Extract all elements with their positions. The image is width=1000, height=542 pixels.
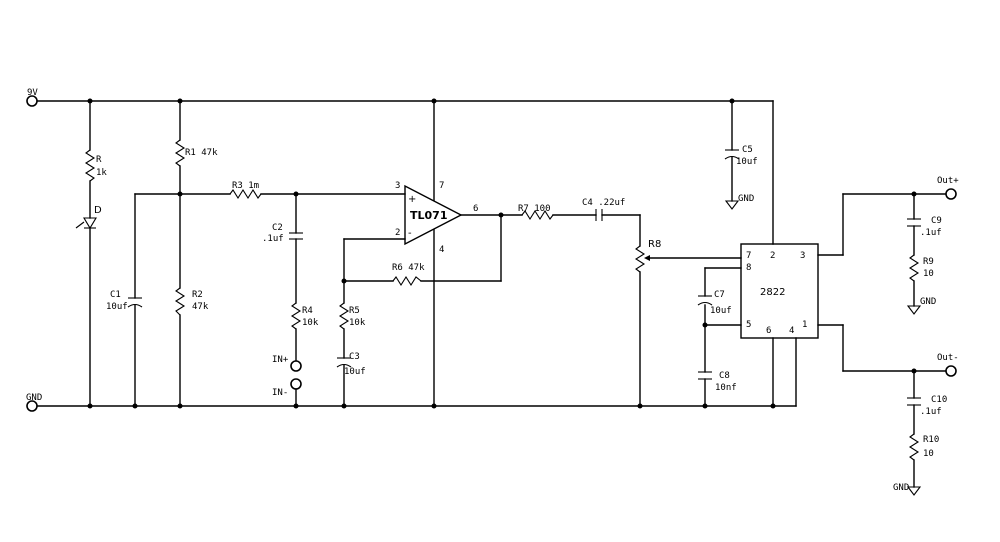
- out-minus-label: Out-: [937, 353, 959, 363]
- r2-value: 47k: [192, 302, 209, 312]
- c2-value: .1uf: [262, 234, 284, 244]
- vcc-terminal[interactable]: [26, 95, 38, 107]
- r9-label: R9: [923, 257, 934, 267]
- amp-pin2: 2: [770, 251, 775, 261]
- opamp-pin6: 6: [473, 204, 478, 214]
- r4-value: 10k: [302, 318, 319, 328]
- in-plus-label: IN+: [272, 355, 289, 365]
- c2-r4-input: [289, 193, 303, 362]
- opamp-pin7: 7: [439, 181, 444, 191]
- r5-value: 10k: [349, 318, 366, 328]
- in-minus-label: IN-: [272, 388, 288, 398]
- in-plus-terminal[interactable]: [290, 360, 302, 372]
- amp-pin4: 4: [789, 326, 794, 336]
- c9-value: .1uf: [920, 228, 942, 238]
- gnd-left-label: GND: [26, 393, 42, 403]
- out-plus-label: Out+: [937, 176, 959, 186]
- c5-capacitor: [724, 100, 740, 210]
- amp-pin8: 8: [746, 263, 751, 273]
- r9-value: 10: [923, 269, 934, 279]
- opamp-label: TL071: [410, 209, 447, 222]
- r7-label: R7 100: [518, 204, 551, 214]
- r10-value: 10: [923, 449, 934, 459]
- opamp-pin4: 4: [439, 245, 444, 255]
- r10-gnd-label: GND: [893, 483, 909, 493]
- r3-resistor: [229, 188, 262, 200]
- c10-value: .1uf: [920, 407, 942, 417]
- c3-value: 10uf: [344, 367, 366, 377]
- in-minus-terminal[interactable]: [290, 378, 302, 390]
- r-led-label: R: [96, 155, 102, 165]
- c9-label: C9: [931, 216, 942, 226]
- led-label: D: [94, 205, 102, 216]
- out-plus-terminal[interactable]: [945, 188, 957, 200]
- c8-value: 10nf: [715, 383, 737, 393]
- amp-pin6: 6: [766, 326, 771, 336]
- c3-label: C3: [349, 352, 360, 362]
- c1-value: 10uf: [106, 302, 128, 312]
- opamp-minus: -: [408, 228, 412, 239]
- opamp-tl071: [343, 100, 502, 407]
- amp-2822: [704, 100, 844, 407]
- amp-pin1: 1: [802, 320, 807, 330]
- amp-pin5: 5: [746, 320, 751, 330]
- opamp-plus: +: [408, 194, 416, 205]
- c1-label: C1: [110, 290, 121, 300]
- r9-gnd-label: GND: [920, 297, 936, 307]
- output-coupling: [500, 209, 742, 407]
- r-led-value: 1k: [96, 168, 107, 178]
- c7-capacitor: [697, 295, 713, 306]
- r1-r2-divider: [174, 100, 186, 407]
- r8-label: R8: [648, 239, 661, 250]
- c4-label: C4 .22uf: [582, 198, 625, 208]
- c5-value: 10uf: [736, 157, 758, 167]
- led-branch: [75, 100, 97, 407]
- c7-value: 10uf: [710, 306, 732, 316]
- r5-label: R5: [349, 306, 360, 316]
- c8-capacitor: [698, 371, 712, 380]
- out-minus-network: [842, 324, 946, 496]
- c5-gnd-label: GND: [738, 194, 754, 204]
- c2-label: C2: [272, 223, 283, 233]
- c1-capacitor: [127, 193, 143, 407]
- c8-label: C8: [719, 371, 730, 381]
- opamp-pin3: 3: [395, 181, 400, 191]
- r3-label: R3 1m: [232, 181, 259, 191]
- r4-label: R4: [302, 306, 313, 316]
- amp-pin7: 7: [746, 251, 751, 261]
- r6-label: R6 47k: [392, 263, 425, 273]
- feedback-network: [336, 214, 502, 407]
- r1-label: R1 47k: [185, 148, 218, 158]
- opamp-pin2: 2: [395, 228, 400, 238]
- c10-label: C10: [931, 395, 947, 405]
- r10-label: R10: [923, 435, 939, 445]
- amp-label: 2822: [760, 287, 785, 298]
- c7-label: C7: [714, 290, 725, 300]
- r2-label: R2: [192, 290, 203, 300]
- out-minus-terminal[interactable]: [945, 365, 957, 377]
- amp-pin3: 3: [800, 251, 805, 261]
- out-plus-network: [842, 193, 946, 315]
- c5-label: C5: [742, 145, 753, 155]
- vcc-label: 9V: [27, 88, 38, 98]
- gnd-terminal[interactable]: [26, 400, 38, 412]
